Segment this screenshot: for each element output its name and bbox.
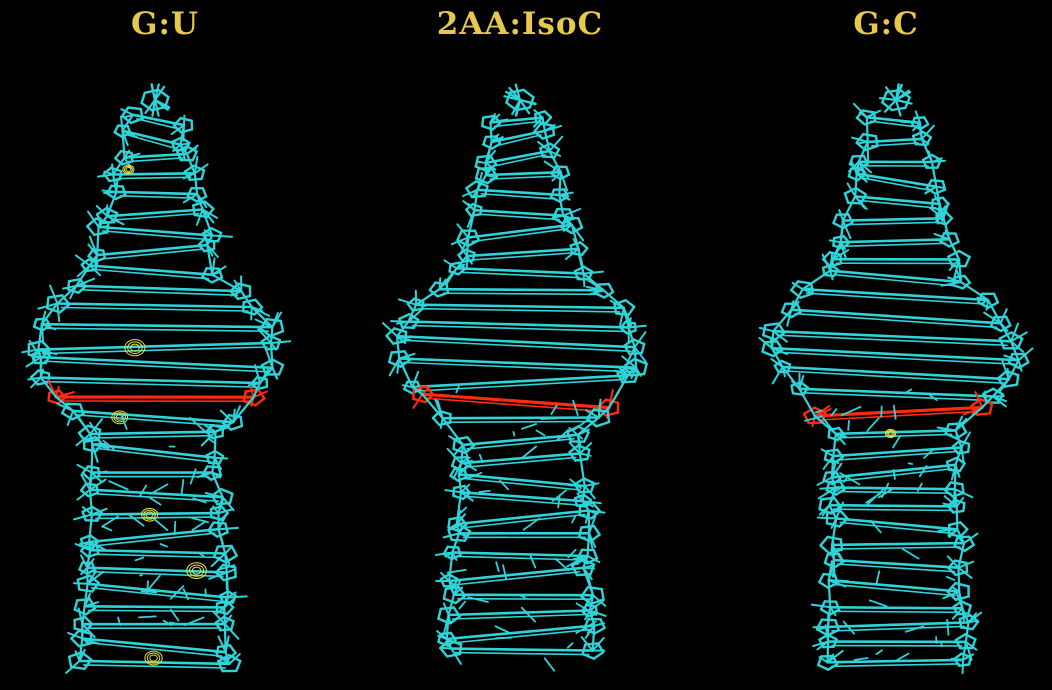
molecular-structure bbox=[382, 83, 648, 672]
panel-title: G:U bbox=[131, 6, 199, 42]
panel-gu: G:U bbox=[0, 0, 330, 690]
panel-title: 2AA:IsoC bbox=[436, 6, 604, 42]
panel-title: G:C bbox=[853, 6, 919, 42]
molecular-structure bbox=[21, 83, 292, 674]
panel-2aa-isoc: 2AA:IsoC bbox=[350, 0, 690, 690]
panel-gc: G:C bbox=[720, 0, 1052, 690]
molecular-structure bbox=[758, 83, 1034, 675]
